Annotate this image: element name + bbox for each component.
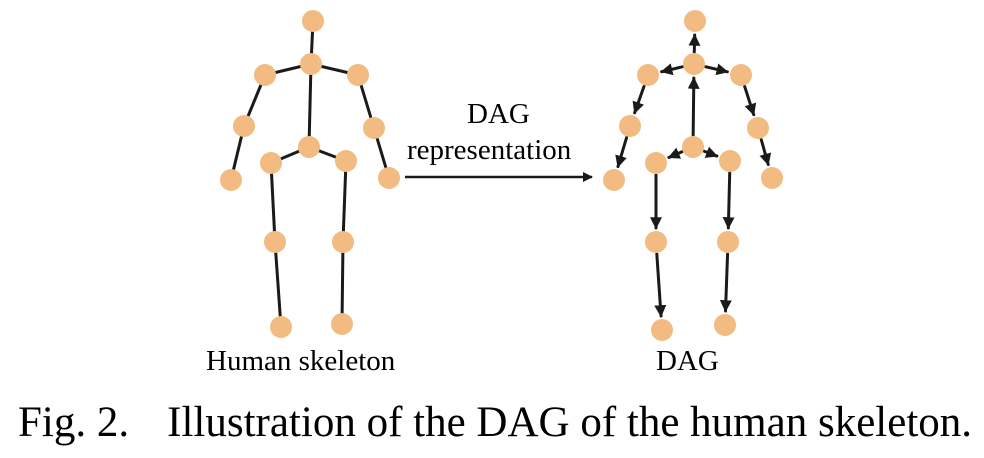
dag-pelvis-joint	[682, 136, 704, 158]
dag-right-hand-joint	[761, 167, 783, 189]
dag-edges	[615, 33, 772, 318]
dag-left-knee-joint	[645, 231, 667, 253]
dag-edge-neck-to-right-shoulder	[704, 63, 729, 76]
dag-edge-right-elbow-to-right-hand	[759, 138, 772, 167]
skeleton-right-hand-joint	[378, 167, 400, 189]
skeleton-bone-right-knee-to-right-foot	[340, 240, 345, 326]
skeleton-left-knee-joint	[264, 231, 286, 253]
figure-caption: Fig. 2. Illustration of the DAG of the hu…	[18, 398, 972, 447]
dag-left-elbow-joint	[619, 115, 641, 137]
dag-edge-left-elbow-to-left-hand	[615, 136, 629, 169]
skeleton-right-elbow-joint	[363, 117, 385, 139]
dag-right-foot-joint	[714, 314, 736, 336]
skeleton-bone-right-hip-to-right-knee	[341, 159, 348, 244]
dag-edge-left-shoulder-to-left-elbow	[632, 84, 646, 115]
dag-head-joint	[684, 10, 706, 32]
dag-left-shoulder-joint	[637, 64, 659, 86]
dag-edge-right-shoulder-to-right-elbow	[743, 84, 757, 117]
dag-neck-joint	[683, 53, 705, 75]
dag-edge-right-knee-to-right-foot	[719, 252, 732, 313]
human-skeleton-label: Human skeleton	[206, 345, 396, 377]
dag-edge-pelvis-to-neck	[687, 76, 700, 137]
dag-edge-left-knee-to-left-foot	[654, 252, 667, 318]
skeleton-right-foot-joint	[331, 313, 353, 335]
skeleton-right-knee-joint	[332, 231, 354, 253]
dag-edge-right-hip-to-right-knee	[722, 171, 735, 230]
dag-label: DAG	[656, 345, 719, 377]
arrow-label-representation: representation	[407, 134, 572, 166]
dag-edge-pelvis-to-left-hip	[667, 147, 684, 159]
skeleton-left-hip-joint	[260, 152, 282, 174]
dag-right-elbow-joint	[747, 117, 769, 139]
skeleton-bone-left-hip-to-left-knee	[269, 161, 277, 244]
skeleton-right-hip-joint	[335, 150, 357, 172]
caption-number: Fig. 2.	[18, 399, 130, 446]
skeleton-left-shoulder-joint	[254, 64, 276, 86]
skeleton-neck-joint	[300, 53, 322, 75]
skeleton-left-hand-joint	[220, 169, 242, 191]
dag-right-hip-joint	[719, 150, 741, 172]
caption-text: Illustration of the DAG of the human ske…	[167, 399, 973, 446]
dag-edge-pelvis-to-right-hip	[702, 146, 719, 158]
dag-right-knee-joint	[717, 231, 739, 253]
dag-right-shoulder-joint	[730, 64, 752, 86]
human-skeleton-joints	[220, 10, 400, 338]
dag-left-hip-joint	[645, 152, 667, 174]
skeleton-right-shoulder-joint	[347, 64, 369, 86]
dag-left-hand-joint	[603, 169, 625, 191]
arrow-label-dag: DAG	[467, 98, 530, 130]
dag-edge-neck-to-left-shoulder	[660, 63, 684, 76]
skeleton-pelvis-joint	[298, 136, 320, 158]
dag-left-foot-joint	[651, 319, 673, 341]
skeleton-left-elbow-joint	[233, 115, 255, 137]
skeleton-bone-left-knee-to-left-foot	[273, 240, 283, 329]
skeleton-bone-neck-to-pelvis	[307, 62, 313, 149]
dag-joints	[603, 10, 783, 341]
skeleton-head-joint	[302, 10, 324, 32]
skeleton-left-foot-joint	[270, 316, 292, 338]
